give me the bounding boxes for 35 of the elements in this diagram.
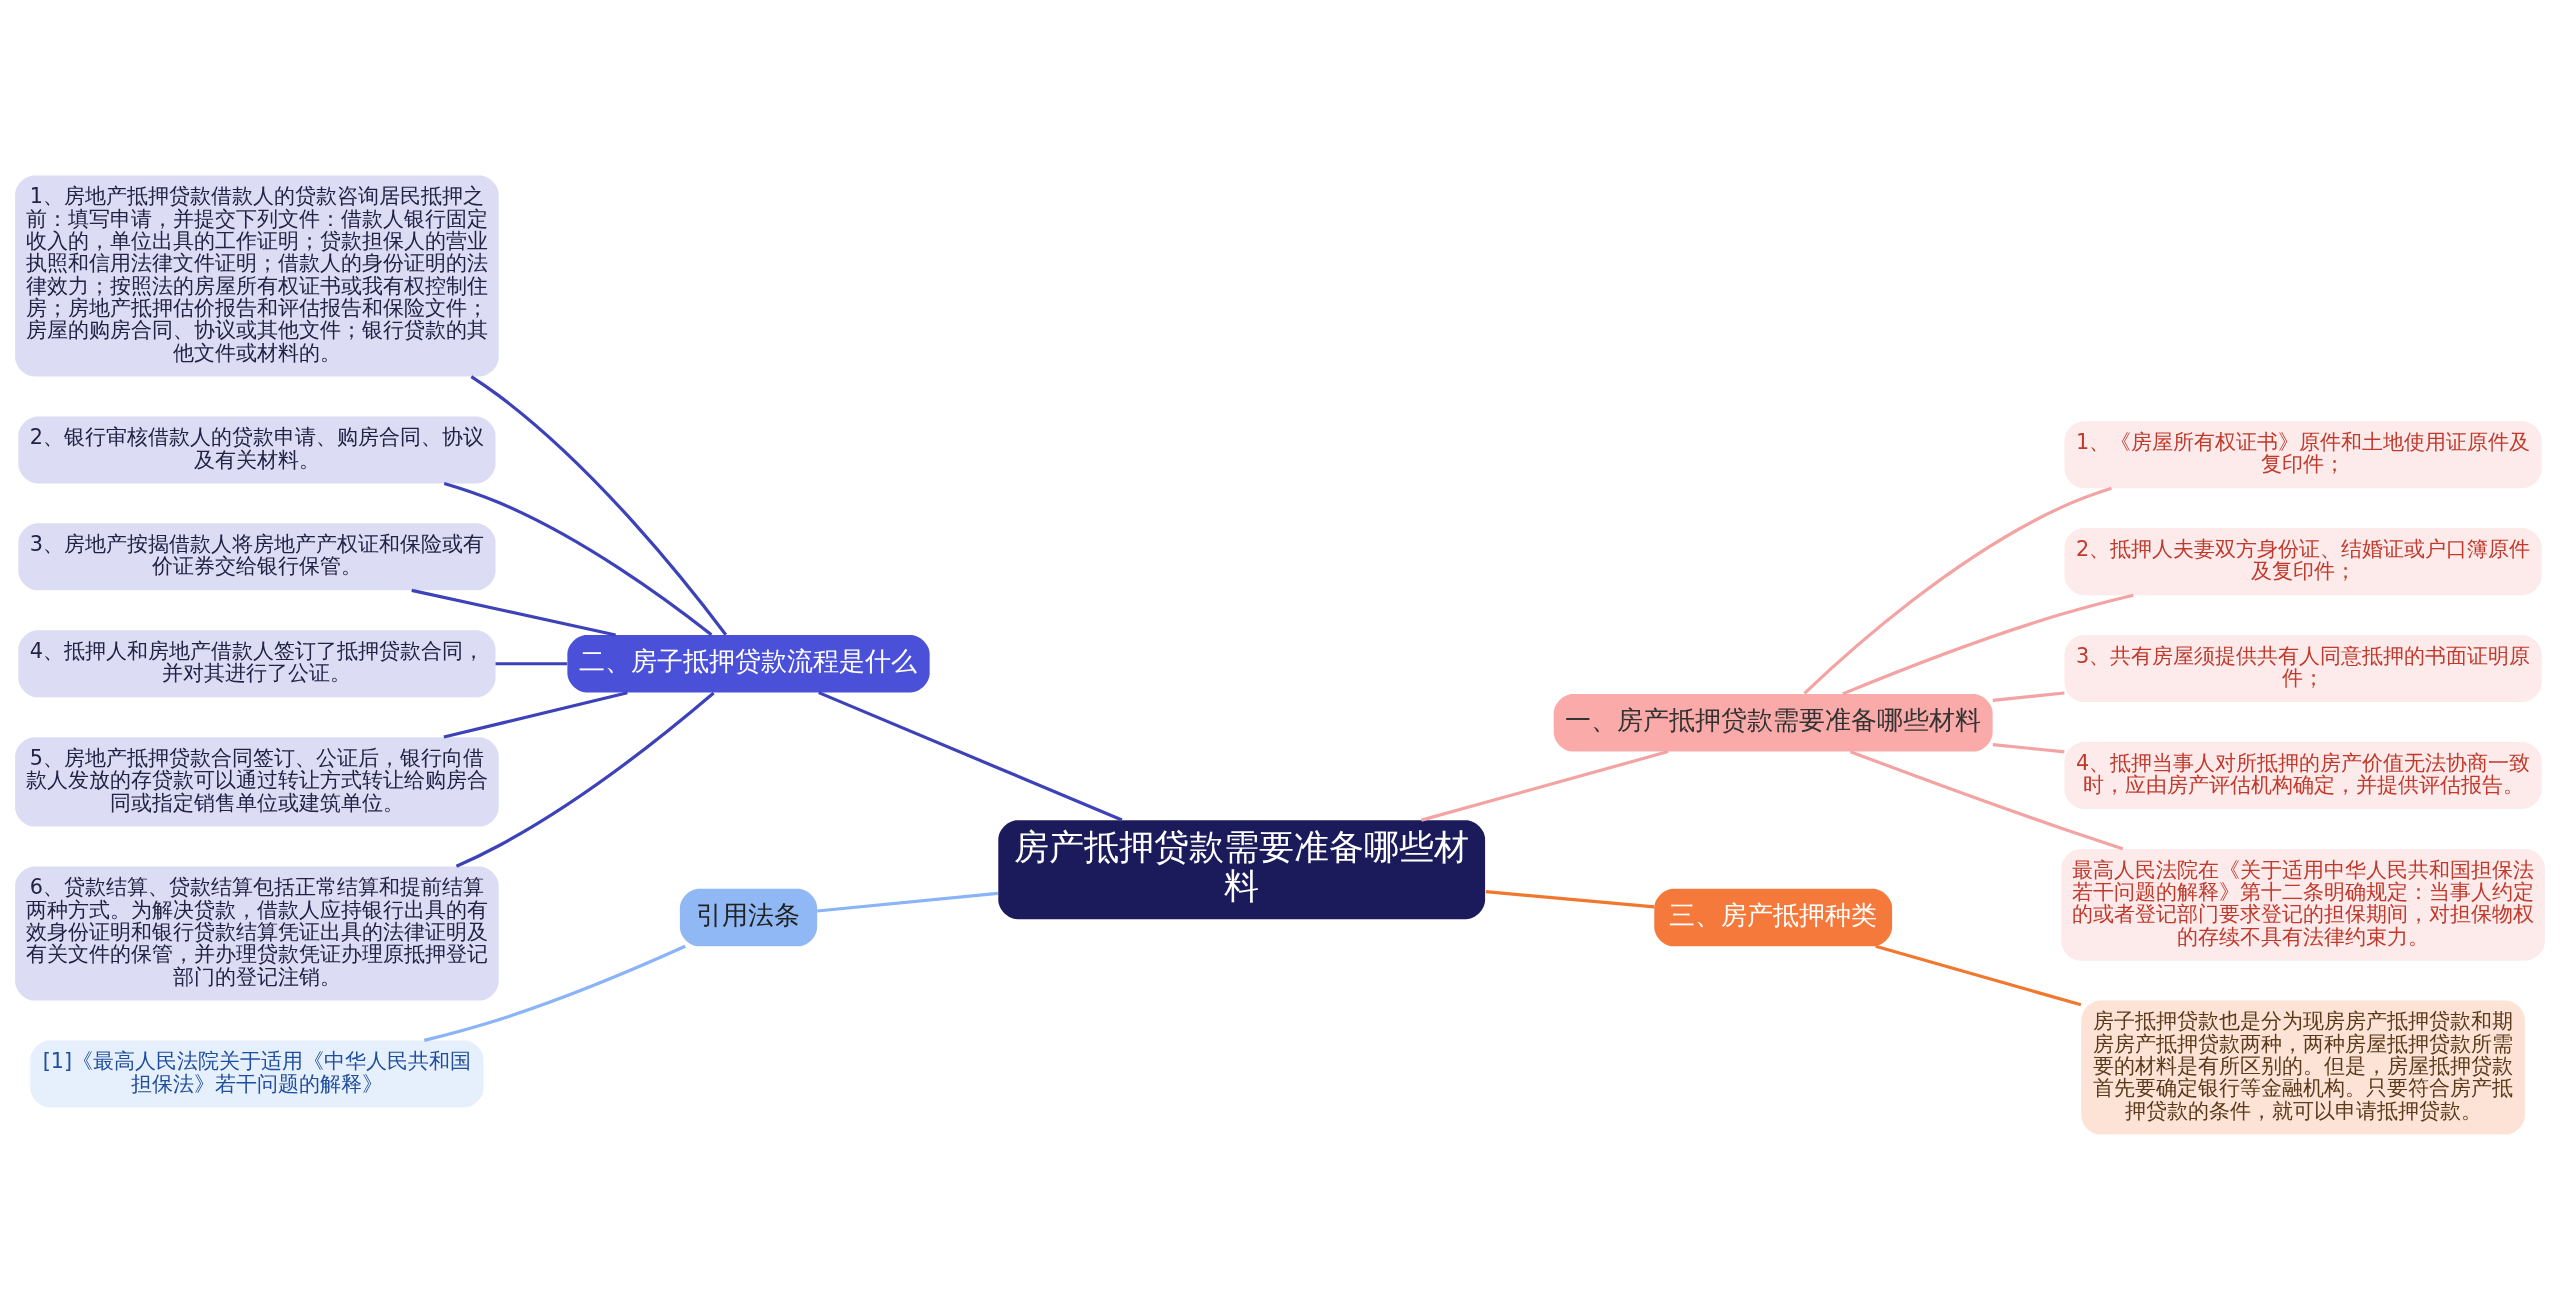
connector xyxy=(443,481,713,636)
connector xyxy=(1875,944,2082,1006)
connector xyxy=(1803,486,2112,695)
connector xyxy=(411,588,616,637)
node-box: 2、抵押人夫妻双方身份证、结婚证或户口簿原件及复印件； xyxy=(2064,527,2542,595)
node-box: 房子抵押贷款也是分为现房房产抵押贷款和期房房产抵押贷款两种，两种房屋抵押贷款所需要的材料是有所区别的。但是，房屋抵押贷款首先要确定银行等金融机构。只要符合房产抵押贷款的条件，就可以申请抵押贷款。 xyxy=(2081,1000,2525,1135)
node-box: 3、共有房屋须提供共有人同意抵押的书面证明原件； xyxy=(2064,634,2542,702)
node-box: 三、房产抵押种类 xyxy=(1654,888,1893,946)
connector xyxy=(818,690,1123,821)
node-box: 5、房地产抵押贷款合同签订、公证后，银行向借款人发放的存贷款可以通过转让方式转让给购房合同或指定销售单位或建筑单位。 xyxy=(15,736,499,827)
node-box: 4、抵押人和房地产借款人签订了抵押贷款合同，并对其进行了公证。 xyxy=(18,629,496,697)
node-box: 房产抵押贷款需要准备哪些材料 xyxy=(998,819,1486,919)
node-box: [1]《最高人民法院关于适用《中华人民共和国担保法》若干问题的解释》 xyxy=(30,1039,484,1107)
connector xyxy=(443,690,628,739)
connector xyxy=(817,891,999,913)
node-box: 4、抵押当事人对所抵押的房产价值无法协商一致时，应由房产评估机构确定，并提供评估报告。 xyxy=(2064,741,2542,809)
connector xyxy=(1992,742,2065,753)
connector xyxy=(470,374,728,636)
connector xyxy=(1421,749,1669,822)
connector xyxy=(1485,889,1655,908)
connector xyxy=(423,944,686,1042)
node-box: 3、房地产按揭借款人将房地产产权证和保险或有价证券交给银行保管。 xyxy=(18,522,496,590)
node-box: 1、《房屋所有权证书》原件和土地使用证原件及复印件； xyxy=(2064,420,2542,488)
node-box: 一、房产抵押贷款需要准备哪些材料 xyxy=(1553,693,1993,752)
node-box: 引用法条 xyxy=(679,888,818,946)
connector xyxy=(455,691,715,868)
connector xyxy=(1992,690,2065,702)
connector xyxy=(495,661,568,665)
node-box: 二、房子抵押贷款流程是什么 xyxy=(567,634,930,692)
node-box: 6、贷款结算、贷款结算包括正常结算和提前结算两种方式。为解决贷款，借款人应持银行出具的有效身份证明和银行贷款结算凭证出具的法律证明及有关文件的保管，并办理贷款凭证办理原抵押登记部门的登记注销。 xyxy=(15,866,499,1001)
node-box: 最高人民法院在《关于适用中华人民共和国担保法若干问题的解释》第十二条明确规定：当事人约定的或者登记部门要求登记的担保期间，对担保物权的存续不具有法律约束力。 xyxy=(2061,848,2545,961)
node-box: 2、银行审核借款人的贷款申请、购房合同、协议及有关材料。 xyxy=(18,415,496,483)
connector xyxy=(1849,749,2124,850)
node-box: 1、房地产抵押贷款借款人的贷款咨询居民抵押之前：填写申请，并提交下列文件：借款人银行固定收入的，单位出具的工作证明；贷款担保人的营业执照和信用法律文件证明；借款人的身份证明的法律效力；按照法的房屋所有权证书或我有权控制住房；房地产抵押估价报告和评估报告和保险文件；房屋的购房合同、协议或其他文件；银行贷款的其他文件或材料的。 xyxy=(15,174,499,376)
connector xyxy=(1842,593,2134,695)
